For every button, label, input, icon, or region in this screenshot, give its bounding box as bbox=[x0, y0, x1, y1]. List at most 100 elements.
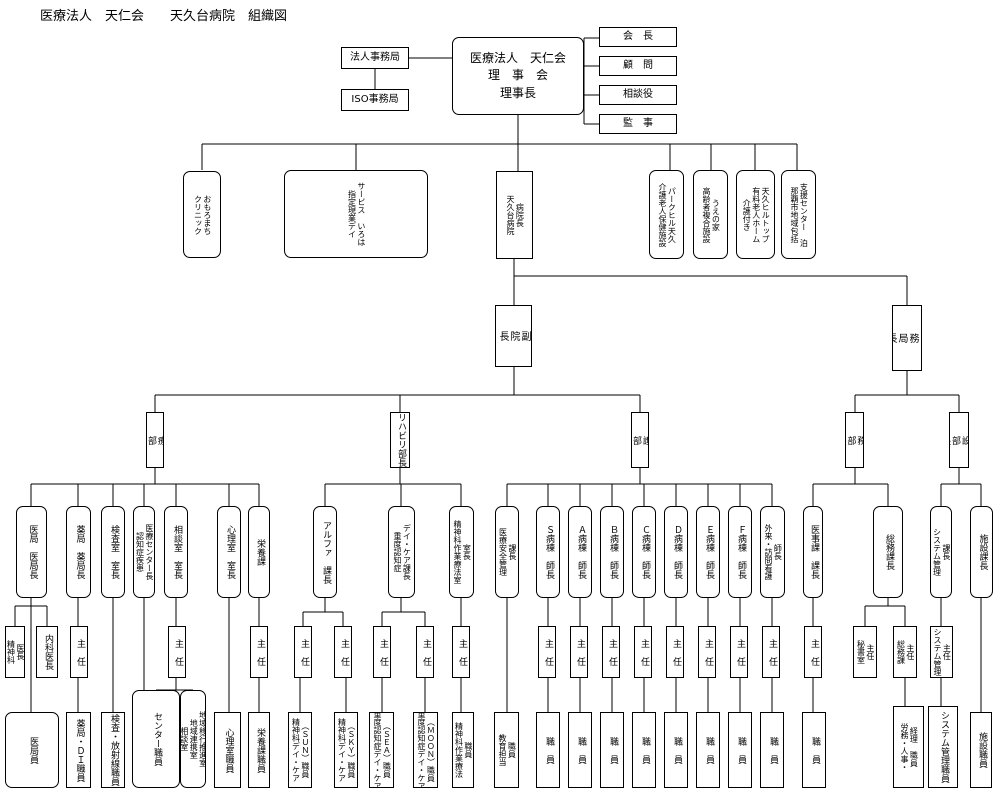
ninchi-box: 認知症疾患医療センター長 bbox=[133, 506, 155, 598]
d-shunin-box: 主 任 bbox=[666, 626, 684, 678]
d-byoto-box-label: Ｄ病棟 師長 bbox=[671, 525, 682, 579]
hospital-head-box-line: 病院長 bbox=[515, 203, 525, 227]
sodan-in-box-line: 地域移行推進室 bbox=[198, 711, 206, 767]
seishin-in-box-line: 職員 bbox=[463, 742, 473, 758]
ninchi-box-line: 認知症疾患 bbox=[135, 532, 145, 572]
iryo-anzen-box-line: 課長 bbox=[507, 544, 517, 560]
s-shunin-box: 主 任 bbox=[538, 626, 556, 678]
juudo-box-line: 重度認知症 bbox=[393, 532, 402, 572]
romu-in-box-line: 経理 職員 bbox=[909, 727, 919, 767]
alpha-in-box-line: 精神科デイ・ケア bbox=[291, 718, 301, 782]
f-in-box: 職 員 bbox=[728, 712, 752, 788]
c-shunin-box: 主 任 bbox=[634, 626, 652, 678]
s-shunin-box-label: 主 任 bbox=[542, 638, 553, 666]
kyoiku-in-box: 教育担当職員 bbox=[494, 712, 519, 788]
ikyoku-in-box: 医局員 bbox=[5, 712, 59, 788]
shisetsu-in-box: 施設職員 bbox=[970, 712, 992, 788]
rojin-box-line: パークヒル天久 bbox=[667, 186, 677, 243]
c-in-box-label: 職 員 bbox=[639, 736, 650, 764]
iji-shunin-box: 主 任 bbox=[804, 626, 822, 678]
rojin-box-line: 介護老人保健施設 bbox=[658, 182, 667, 247]
system-shunin-box-line: システム管理 bbox=[933, 628, 942, 676]
rijikai-box: 医療法人 天仁会 理 事 会 理事長 bbox=[452, 37, 584, 115]
somu-shunin-box-line: 主任 bbox=[905, 644, 915, 660]
iso-jimukyoku-box-label: ISO事務局 bbox=[351, 93, 399, 105]
center-in-box: センター職員 bbox=[132, 690, 180, 788]
sky-in-box-line: （ＳＫＹ）職員 bbox=[346, 722, 356, 778]
system-ka-box-line: システム管理 bbox=[932, 528, 942, 576]
kensa-box: 検査室 室長 bbox=[101, 506, 125, 598]
sodan-shunin-box-label: 主 任 bbox=[172, 638, 183, 666]
kyoiku-in-box-line: 職員 bbox=[507, 742, 517, 758]
seishinka-ikacho-box-line: 医長 bbox=[15, 644, 25, 660]
kensa-in-box: 検査・放射線職員 bbox=[101, 712, 125, 788]
hisho-shunin-box: 秘書室主任 bbox=[853, 626, 877, 678]
moon-in-box-line: 重度認知症デイ・ケア bbox=[417, 712, 426, 788]
yakkyoku-shunin-box-label: 主 任 bbox=[74, 638, 85, 666]
sodanshitsu-box: 相談室 室長 bbox=[164, 506, 188, 598]
c-byoto-box: Ｃ病棟 師長 bbox=[632, 506, 656, 598]
b-shunin-box: 主 任 bbox=[602, 626, 620, 678]
sky-in-box-line: 精神科デイ・ケア bbox=[337, 718, 347, 782]
jimukyokucho-box: 事 務 局 長 bbox=[892, 305, 922, 371]
seishin-in-box: 精神科作業療法職員 bbox=[452, 712, 474, 788]
s-byoto-box-label: Ｓ病棟 師長 bbox=[543, 525, 554, 579]
a-byoto-box: Ａ病棟 師長 bbox=[568, 506, 592, 598]
sodanyaku-box: 相談役 bbox=[599, 85, 677, 105]
system-in-box: システム管理職員 bbox=[928, 706, 958, 788]
gairai-box-line: 師長 bbox=[773, 544, 783, 560]
hisho-shunin-box-line: 主任 bbox=[865, 644, 875, 660]
seishinka-ikacho-box-line: 精神科 bbox=[6, 640, 16, 664]
iryo-anzen-box-line: 医療安全管理 bbox=[498, 528, 508, 576]
hojin-jimukyoku-box-label: 法人事務局 bbox=[350, 51, 400, 63]
f-shunin-box-label: 主 任 bbox=[734, 638, 745, 666]
seishinka-ikacho-box: 精神科医長 bbox=[5, 626, 25, 678]
seishin-box-line: 精神科作業療法室 bbox=[453, 520, 462, 584]
gairai-shunin-box: 主 任 bbox=[762, 626, 780, 678]
somu-ka-box: 総務課長 bbox=[873, 506, 903, 598]
a-shunin-box: 主 任 bbox=[570, 626, 588, 678]
a-in-box-label: 職 員 bbox=[575, 736, 586, 764]
s-in-box-label: 職 員 bbox=[543, 736, 554, 764]
e-shunin-box-label: 主 任 bbox=[702, 638, 713, 666]
hojin-jimukyoku-box: 法人事務局 bbox=[341, 47, 409, 69]
alpha-in-box: 精神科デイ・ケア（ＳＵＮ）職員 bbox=[288, 712, 312, 788]
juudo-shunin-b-box: 主 任 bbox=[416, 626, 434, 678]
reha-bucho-box: リハビリ部長 bbox=[390, 412, 410, 468]
e-in-box-label: 職 員 bbox=[703, 736, 714, 764]
d-in-box: 職 員 bbox=[664, 712, 688, 788]
iji-in-box: 職 員 bbox=[802, 712, 826, 788]
e-byoto-box-label: Ｅ病棟 師長 bbox=[703, 525, 714, 579]
shinri-box-label: 心理室 室長 bbox=[224, 525, 235, 579]
fukuincho-box-label: 副 院 長 bbox=[497, 331, 530, 341]
center-in-box-label: センター職員 bbox=[151, 712, 162, 766]
b-byoto-box-label: Ｂ病棟 師長 bbox=[607, 525, 618, 579]
gairai-in-box: 職 員 bbox=[760, 712, 784, 788]
gairai-in-box-label: 職 員 bbox=[767, 736, 778, 764]
moon-in-box: 重度認知症デイ・ケア（ＭＯＯＮ）職員 bbox=[413, 712, 438, 788]
shinryo-bucho-box-label: 診 療 部 長 bbox=[146, 435, 164, 445]
shinri-in-box: 心理室職員 bbox=[214, 712, 241, 788]
seishin-box-line: 室長 bbox=[462, 544, 472, 560]
komon-box-label: 顧 問 bbox=[623, 59, 653, 71]
koreisha-box: 高齢者複合施設うえの家 bbox=[693, 170, 728, 259]
chiiki-box-line: 那覇市地域包括 bbox=[790, 186, 799, 243]
ninchi-box-line: 医療センター長 bbox=[144, 524, 154, 580]
a-byoto-box-label: Ａ病棟 師長 bbox=[575, 525, 586, 579]
alpha-in-box-line: （ＳＵＮ）職員 bbox=[300, 722, 310, 778]
reha-bucho-box-label: リハビリ部長 bbox=[395, 413, 406, 467]
shogaisha-box: 指定現業デイサービス いろは bbox=[284, 170, 428, 258]
gairai-shunin-box-label: 主 任 bbox=[766, 638, 777, 666]
kyoiku-in-box-line: 教育担当 bbox=[498, 734, 507, 766]
chiiki-box-line: 支援センター 泊 bbox=[799, 182, 809, 247]
gairai-box-line: 外来・訪問看護 bbox=[764, 524, 773, 580]
sodan-in-box: 相談室地域連携室地域移行推進室 bbox=[180, 690, 206, 788]
yuryo-box: 介護付き有料老人ホーム天久ヒルトップ bbox=[736, 170, 775, 259]
a-shunin-box-label: 主 任 bbox=[574, 638, 585, 666]
sea-in-box: 重度認知症デイ・ケア（ＳＥＡ）職員 bbox=[369, 712, 394, 788]
c-byoto-box-label: Ｃ病棟 師長 bbox=[639, 525, 650, 579]
kensa-box-label: 検査室 室長 bbox=[108, 525, 119, 579]
juudo-box: 重度認知症デイ・ケア課長 bbox=[388, 506, 415, 598]
e-shunin-box: 主 任 bbox=[698, 626, 716, 678]
